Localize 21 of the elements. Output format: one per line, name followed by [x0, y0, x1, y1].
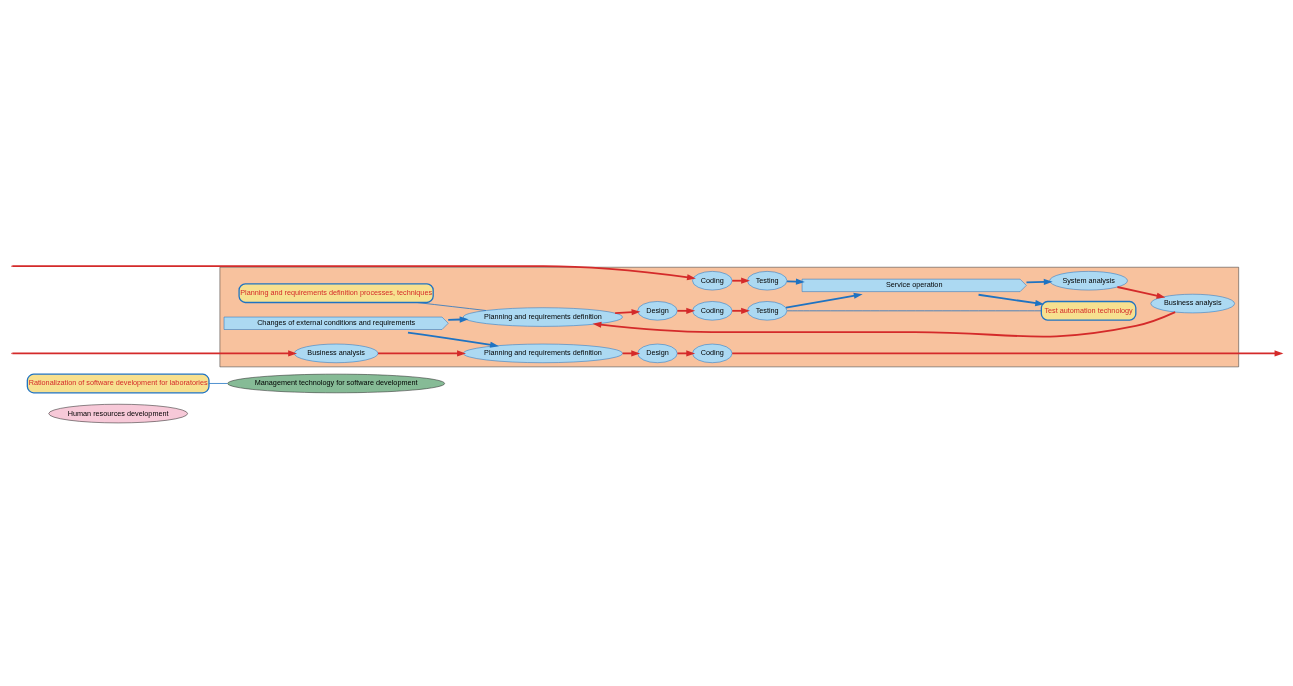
arrow: [614, 309, 641, 316]
arrow: [785, 292, 863, 309]
arrow: [731, 307, 750, 314]
connector: [416, 302, 487, 311]
arrow: [11, 350, 297, 357]
arrow: [447, 316, 469, 323]
arrow: [377, 350, 466, 357]
arrow: [407, 331, 499, 348]
arrow: [676, 350, 696, 357]
arrow: [11, 265, 696, 281]
arrow: [977, 293, 1045, 307]
arrow: [621, 350, 641, 357]
arrow: [1025, 278, 1053, 285]
arrow: [676, 307, 696, 314]
connector: [208, 383, 228, 384]
connector: [786, 310, 1042, 312]
arrow: [592, 311, 1177, 338]
arrow: [731, 277, 750, 284]
arrow: [1116, 286, 1166, 299]
arrow: [731, 350, 1284, 357]
cluster: [219, 266, 1239, 368]
